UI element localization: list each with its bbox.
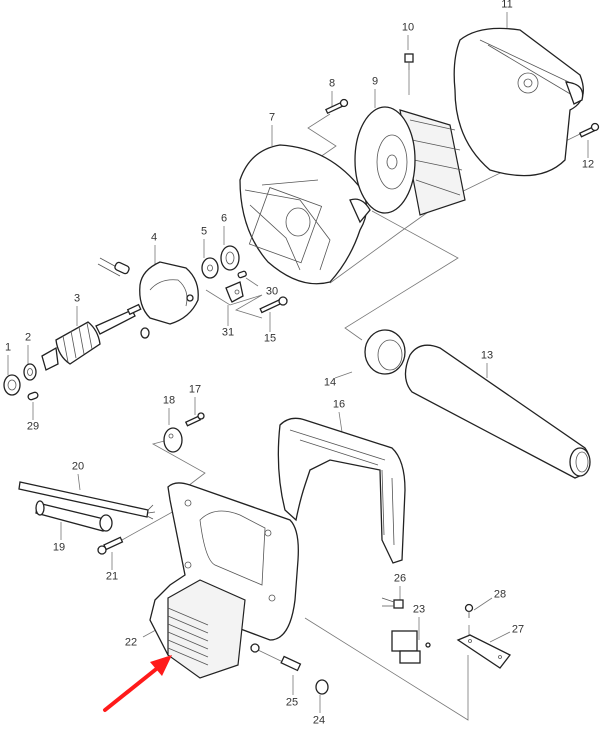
part-label-7: 7 — [268, 111, 276, 124]
part-12-screw — [578, 122, 600, 138]
part-label-25: 25 — [285, 696, 299, 709]
part-label-27: 27 — [511, 623, 525, 636]
part-7-motor-housing — [239, 144, 371, 285]
part-25-screw — [280, 655, 302, 672]
part-3-armature — [41, 303, 142, 371]
part-label-23: 23 — [412, 603, 426, 616]
part-18-cord-guard — [163, 427, 183, 453]
part-31-brush-holder — [225, 281, 244, 303]
part-label-2: 2 — [24, 331, 32, 344]
part-4-field — [97, 257, 199, 339]
part-label-16: 16 — [332, 398, 346, 411]
part-label-6: 6 — [220, 212, 228, 225]
part-26-terminal — [381, 597, 404, 609]
highlight-arrow-icon — [103, 655, 172, 712]
part-label-9: 9 — [371, 75, 379, 88]
part-29-pin — [27, 391, 39, 401]
part-label-15: 15 — [263, 332, 277, 345]
part-5-washer — [201, 257, 219, 279]
part-label-29: 29 — [26, 420, 40, 433]
part-6-bearing — [220, 245, 240, 271]
part-label-30: 30 — [265, 285, 279, 298]
part-14-ring — [364, 329, 406, 375]
part-label-21: 21 — [105, 570, 119, 583]
part-1-bearing — [3, 374, 21, 396]
part-28-screw — [464, 603, 474, 618]
part-label-17: 17 — [188, 383, 202, 396]
leader-lines — [7, 12, 589, 721]
part-label-14: 14 — [323, 376, 337, 389]
part-label-1: 1 — [4, 341, 12, 354]
part-27-strain-relief — [456, 634, 511, 669]
part-label-10: 10 — [401, 21, 415, 34]
part-label-3: 3 — [73, 292, 81, 305]
part-label-18: 18 — [162, 394, 176, 407]
part-11-fan-cover — [453, 27, 584, 177]
part-label-24: 24 — [312, 714, 326, 727]
part-label-28: 28 — [493, 588, 507, 601]
part-2-washer — [23, 363, 37, 381]
part-30-pin — [237, 270, 247, 279]
part-17-screw — [184, 412, 205, 427]
part-16-handle-half — [277, 417, 406, 564]
part-22-housing — [149, 482, 299, 679]
part-label-13: 13 — [480, 349, 494, 362]
part-23-switch — [391, 630, 431, 664]
part-13-nozzle — [404, 344, 591, 479]
part-label-5: 5 — [200, 225, 208, 238]
part-19-cord-guard — [35, 500, 113, 532]
part-24-cap — [315, 679, 329, 695]
part-label-19: 19 — [52, 541, 66, 554]
part-label-20: 20 — [71, 460, 85, 473]
part-label-11: 11 — [501, 0, 513, 11]
part-20-cord — [18, 481, 156, 520]
part-label-22: 22 — [124, 636, 138, 649]
part-label-31: 31 — [221, 326, 235, 339]
part-21-screw — [97, 536, 124, 555]
part-15-screw — [259, 296, 288, 314]
part-label-4: 4 — [150, 231, 158, 244]
part-8-screw — [325, 98, 349, 115]
part-10-screw — [404, 53, 414, 70]
part-label-8: 8 — [328, 77, 336, 90]
part-label-12: 12 — [581, 158, 595, 171]
part-label-26: 26 — [393, 572, 407, 585]
part-9-fan — [354, 106, 466, 216]
